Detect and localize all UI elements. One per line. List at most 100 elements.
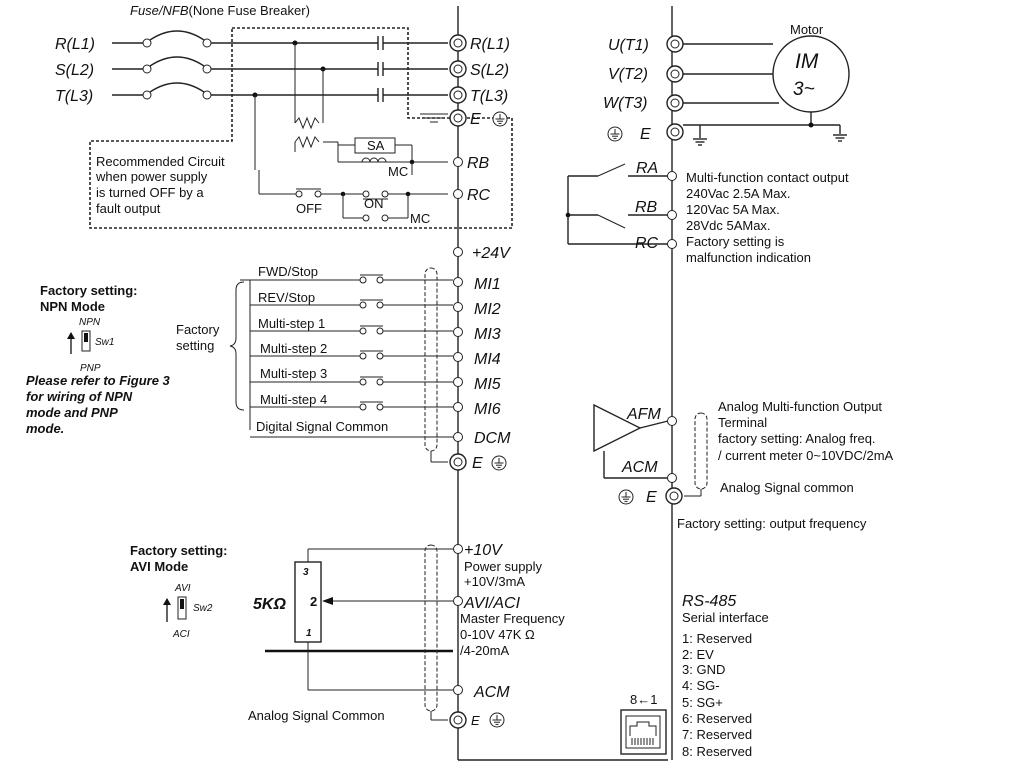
input-label-t: T(L3) [55,88,93,105]
ai-ground-icon [489,712,505,728]
recommended-circuit-line4: fault output [96,201,161,216]
terminal-10v [453,544,463,554]
motor-im-label: IM [795,50,819,73]
analog-input-section: Factory setting: AVI Mode AVI Sw2 ACI 3 … [130,542,565,729]
10v-desc-1: Power supply [464,559,543,574]
terminal-relay-rc [667,239,677,249]
terminal-label-mi1: MI1 [474,276,501,293]
relay-section: RA RB RC Multi-function contact output 2… [565,160,849,265]
avi-switch-top: AVI [174,583,191,594]
avi-heading-1: Factory setting: [130,543,228,558]
motor-phase-label: 3~ [793,79,815,100]
npn-switch-bottom: PNP [80,363,101,374]
di-label-1: FWD/Stop [258,264,318,279]
terminal-label-t: T(L3) [470,88,508,105]
fuse-arc-t [149,82,205,93]
terminal-label-mi5: MI5 [474,376,501,393]
terminal-rb [453,157,463,167]
terminal-mi4 [453,352,463,362]
rj45-connector-icon [620,709,667,755]
di-label-4: Multi-step 2 [260,341,327,356]
terminal-label-rb: RB [467,155,490,172]
off-switch-contact [295,190,303,198]
rs485-pin-7: 7: Reserved [682,727,752,742]
avi-arrow-icon [163,598,171,605]
avi-desc-3: /4-20mA [460,643,509,658]
output-label-v: V(T2) [608,66,648,83]
npn-switch-top: NPN [79,317,101,328]
factory-setting-line2: setting [176,338,214,353]
fuse-contact-s [142,64,152,74]
npn-section: Factory setting: NPN Mode NPN Sw1 PNP Pl… [26,283,171,436]
afm-section: AFM ACM E Analog Multi-function Output T… [593,399,894,531]
afm-terminal-label: AFM [626,406,661,423]
wiper-arrow-icon [322,597,333,605]
motor-icon [772,35,850,113]
terminal-label-acm: ACM [473,684,510,701]
output-ground-label: E [640,126,651,143]
pot-pin-2: 2 [310,594,317,609]
afm-shield [694,412,708,490]
sw1-label: Sw1 [95,337,114,348]
npn-heading-1: Factory setting: [40,283,138,298]
terminal-mi3 [453,327,463,337]
relay-label-rc: RC [635,235,659,252]
relay-desc-3: 120Vac 5A Max. [686,202,780,217]
terminal-afm [667,416,677,426]
fuse-arc-s [149,56,205,67]
recommended-circuit-line1: Recommended Circuit [96,154,225,169]
terminal-avi [453,596,463,606]
terminal-label-e: E [470,111,481,128]
rs485-subtitle: Serial interface [682,610,769,625]
motor-section: Motor IM 3~ U(T1) V(T2) W(T3) E [603,22,850,146]
terminal-label-24v: +24V [472,245,511,262]
npn-note-1: Please refer to Figure 3 [26,373,171,388]
relay-desc-5: Factory setting is [686,234,785,249]
afm-desc-2: Terminal [718,415,767,430]
rs485-pin-8: 8: Reserved [682,744,752,759]
terminal-label-dcm: DCM [474,430,511,447]
factory-setting-brace [229,281,245,411]
npn-arrow-icon [67,332,75,339]
output-ground-icon [607,126,623,142]
afm-acm-label: ACM [621,459,658,476]
rs485-pin-6: 6: Reserved [682,711,752,726]
terminal-label-rc: RC [467,187,491,204]
mc-label: MC [388,164,408,179]
terminal-label-mi6: MI6 [474,401,501,418]
input-label-s: S(L2) [55,62,94,79]
dcm-label: Digital Signal Common [256,419,388,434]
terminal-mi2 [453,302,463,312]
terminal-relay-rb [667,210,677,220]
relay-desc-6: malfunction indication [686,250,811,265]
output-label-w: W(T3) [603,95,647,112]
npn-note-4: mode. [26,421,64,436]
di-label-2: REV/Stop [258,290,315,305]
sa-label: SA [367,138,385,153]
afm-ground-label: E [646,489,657,506]
factory-setting-line1: Factory [176,322,220,337]
terminal-label-mi2: MI2 [474,301,501,318]
terminal-dcm [453,432,463,442]
rs485-title: RS-485 [682,593,736,610]
power-inputs: R(L1) S(L2) T(L3) [55,30,448,105]
terminal-label-mi3: MI3 [474,326,501,343]
10v-desc-2: +10V/3mA [464,574,525,589]
di-ground-icon [491,455,507,471]
off-label: OFF [296,201,322,216]
avi-heading-2: AVI Mode [130,559,188,574]
motor-title: Motor [790,22,824,37]
npn-heading-2: NPN Mode [40,299,105,314]
output-label-u: U(T1) [608,37,649,54]
rs485-pin-5: 5: SG+ [682,695,723,710]
digital-inputs: FWD/Stop MI1 REV/Stop MI2 Multi-step 1 M… [240,264,511,472]
afm-footer: Factory setting: output frequency [677,516,867,531]
terminal-rc [453,189,463,199]
pot-pin-1: 1 [306,628,312,639]
avi-desc-1: Master Frequency [460,611,565,626]
ai-common-label: Analog Signal Common [248,708,385,723]
input-label-r: R(L1) [55,36,95,53]
terminal-label-avi: AVI/ACI [463,595,521,612]
rs485-connector-label: 8←1 [630,692,657,707]
